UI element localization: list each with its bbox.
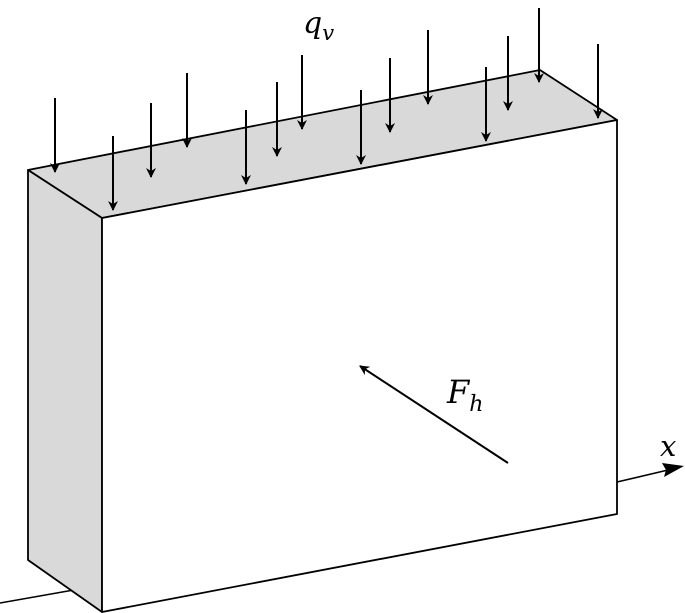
load-label-symbol: q <box>303 6 322 41</box>
force-label: Fh <box>446 373 483 417</box>
axis-label-x: x <box>660 429 676 463</box>
load-label: qv <box>303 6 334 45</box>
distributed-load-arrows <box>50 8 603 211</box>
x-axis-arrowhead <box>662 463 684 477</box>
force-arrow <box>359 365 509 464</box>
force-label-subscript: h <box>469 392 483 417</box>
load-label-subscript: v <box>322 21 334 45</box>
x-axis-line-right <box>616 469 669 483</box>
block-side-face <box>27 169 103 613</box>
force-label-symbol: F <box>446 373 471 411</box>
